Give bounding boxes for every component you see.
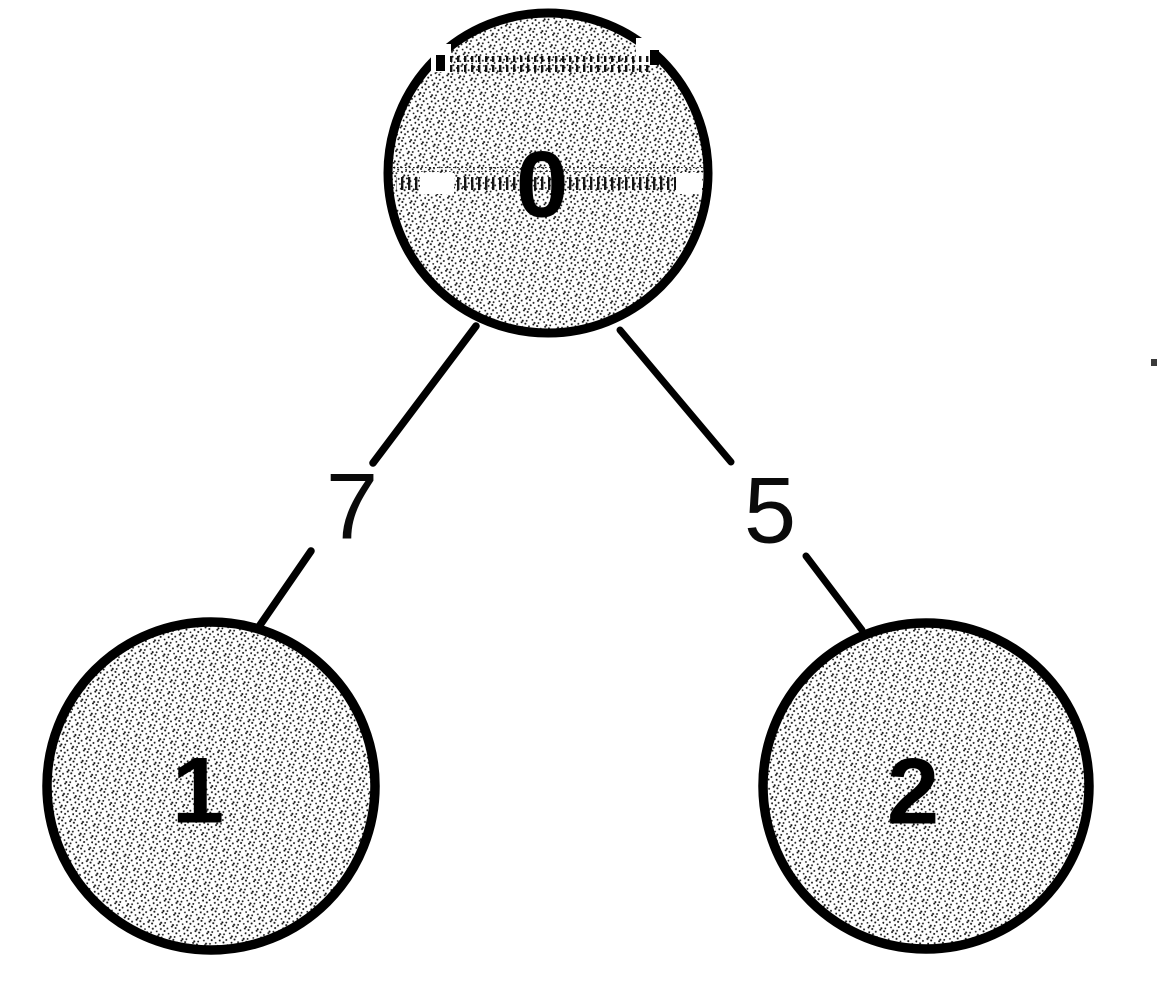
edge-0-1-weight-label: 7 bbox=[326, 454, 378, 559]
node-2: 2 bbox=[758, 618, 1094, 954]
scan-dotted-line-middle bbox=[388, 167, 710, 172]
scan-tick-band-middle bbox=[396, 175, 700, 192]
scan-tick-gap-1 bbox=[420, 173, 454, 194]
edge-0-2-segment-lower bbox=[802, 552, 866, 634]
node-1-label: 1 bbox=[172, 738, 224, 843]
node-2-circle bbox=[758, 618, 1094, 954]
scan-tick-band-top bbox=[447, 56, 649, 72]
node-0-circle bbox=[383, 8, 713, 338]
edge-0-1-segment-upper bbox=[369, 322, 480, 467]
edge-0-2: 5 bbox=[616, 326, 866, 634]
node-0-label: 0 bbox=[516, 132, 568, 237]
scan-speck-artifact bbox=[1151, 359, 1157, 366]
node-0: 0 bbox=[383, 8, 713, 338]
edge-0-1: 7 bbox=[254, 322, 480, 632]
node-1-circle bbox=[42, 617, 380, 955]
edge-0-1-segment-lower bbox=[254, 547, 315, 632]
edge-0-2-segment-upper bbox=[616, 326, 735, 466]
edge-0-2-weight-label: 5 bbox=[744, 458, 796, 563]
scan-blob-left bbox=[436, 55, 445, 71]
scan-tick-gap-2 bbox=[676, 173, 702, 194]
scan-blob-right bbox=[650, 50, 659, 65]
node-1: 1 bbox=[42, 617, 380, 955]
node-2-label: 2 bbox=[887, 739, 939, 844]
